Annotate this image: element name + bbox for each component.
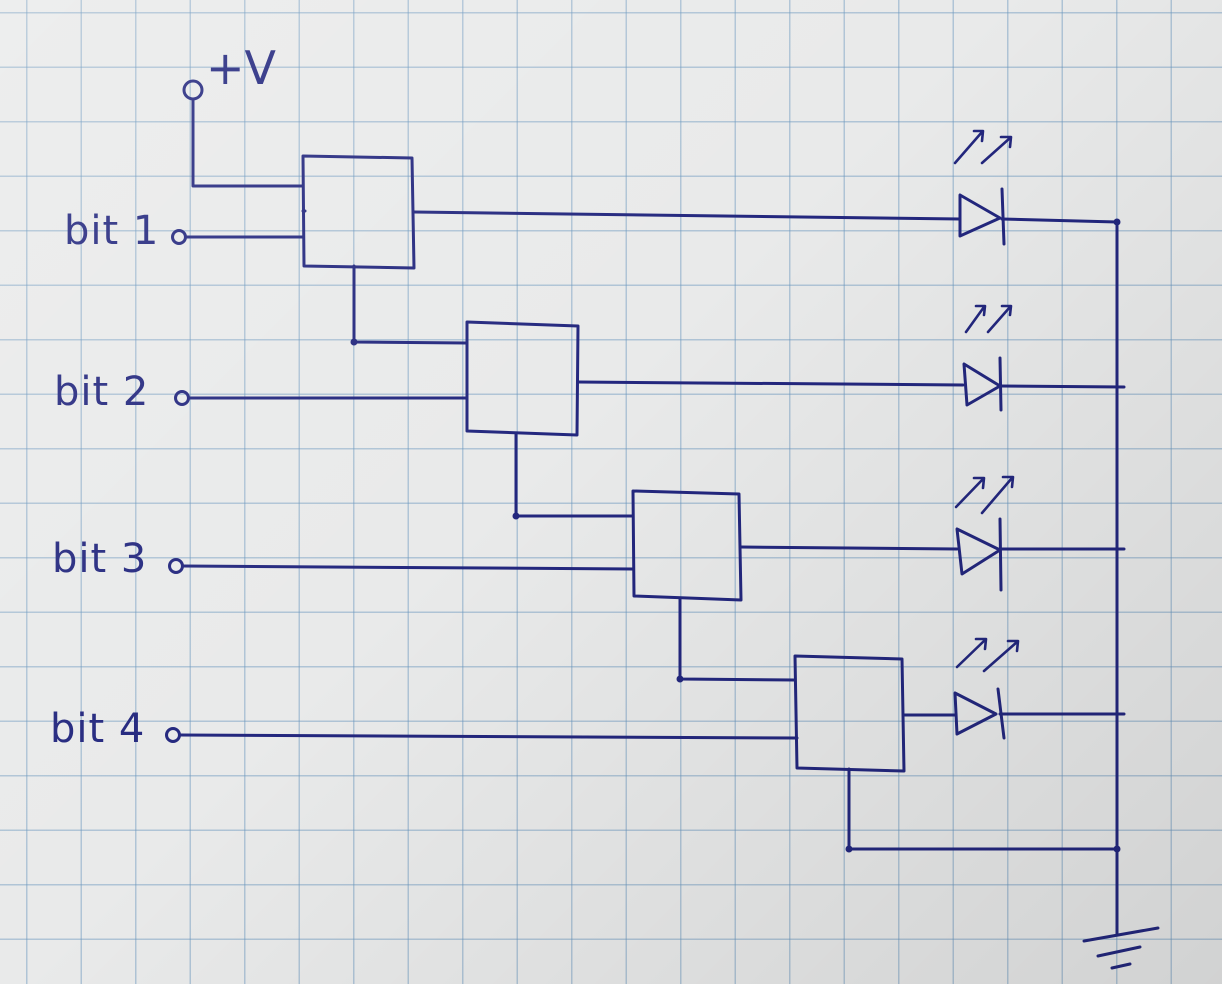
logic-block-3-box <box>631 489 743 602</box>
led-1-triangle <box>958 193 1002 238</box>
input-wire-bit-4 <box>178 733 799 740</box>
led-1-arrow-a <box>953 129 985 165</box>
led-4-arrow-b <box>982 639 1020 673</box>
logic-block-4 <box>793 654 906 773</box>
led-2-bar <box>998 356 1003 412</box>
input-label-bit-4: bit 4 <box>50 706 145 752</box>
led-3-arrow-a <box>954 476 986 509</box>
input-wire-bit-3 <box>181 564 635 571</box>
input-terminal-bit-4 <box>165 727 181 743</box>
output-wire-3 <box>739 545 959 551</box>
input-bit-1: bit 1 <box>64 208 305 254</box>
common-bus-junction-dot <box>1113 845 1121 853</box>
led-1-bar <box>1000 187 1006 246</box>
logic-block-3 <box>631 489 743 602</box>
led-2-return-wire <box>998 384 1126 389</box>
led-3-bar <box>998 517 1003 592</box>
led-3-arrow-b <box>980 475 1015 515</box>
input-label-bit-3: bit 3 <box>52 536 147 582</box>
input-terminal-bit-2 <box>174 390 190 406</box>
logic-block-2-box <box>465 320 580 437</box>
output-wire-1 <box>412 210 962 221</box>
led-3-triangle <box>955 527 1002 576</box>
led-1-arrow-b <box>980 135 1013 165</box>
led-2-triangle <box>962 362 1002 407</box>
input-bit-2: bit 2 <box>54 369 469 415</box>
logic-block-2 <box>465 320 580 437</box>
common-bus-top-dot <box>1113 218 1121 226</box>
input-label-bit-1: bit 1 <box>64 208 159 254</box>
led-4-triangle <box>953 691 998 736</box>
input-bit-4: bit 4 <box>50 706 799 752</box>
input-bit-3: bit 3 <box>52 536 635 582</box>
carry-wire-1-2-dot <box>350 338 358 346</box>
carry-wire-2-3 <box>514 431 635 518</box>
led-2-arrow-b <box>986 304 1013 334</box>
logic-block-4-box <box>793 654 906 773</box>
input-terminal-bit-3 <box>168 558 184 574</box>
carry-wire-3-4-dot <box>676 675 684 683</box>
logic-block-1-box <box>301 154 416 270</box>
supply-wire <box>191 97 305 188</box>
logic-block-1 <box>301 154 416 270</box>
led-4-icon <box>953 637 1020 740</box>
input-terminal-bit-1 <box>171 229 187 245</box>
ground-line-2 <box>1096 945 1142 958</box>
ground-line-3 <box>1110 962 1132 970</box>
led-2-arrow-a <box>964 304 987 334</box>
led-2-icon <box>962 304 1013 412</box>
carry-wire-3-4 <box>678 596 797 682</box>
carry-wire-1-2 <box>352 264 469 345</box>
led-1-icon <box>953 129 1013 246</box>
ground-line-1 <box>1082 926 1160 943</box>
led-4-arrow-a <box>955 637 988 669</box>
input-label-bit-2: bit 2 <box>54 369 149 415</box>
carry-wire-4-ground <box>847 767 1119 851</box>
output-wire-2 <box>576 380 965 387</box>
led-3-icon <box>954 475 1015 592</box>
supply-terminal-circle <box>182 79 204 101</box>
carry-wire-4-ground-dot <box>845 845 853 853</box>
led-1-return-wire <box>1000 217 1119 224</box>
ground-icon <box>1082 926 1160 970</box>
carry-wire-2-3-dot <box>512 512 520 520</box>
supply-label: +V <box>206 41 277 95</box>
supply-terminal: +V <box>182 41 305 188</box>
